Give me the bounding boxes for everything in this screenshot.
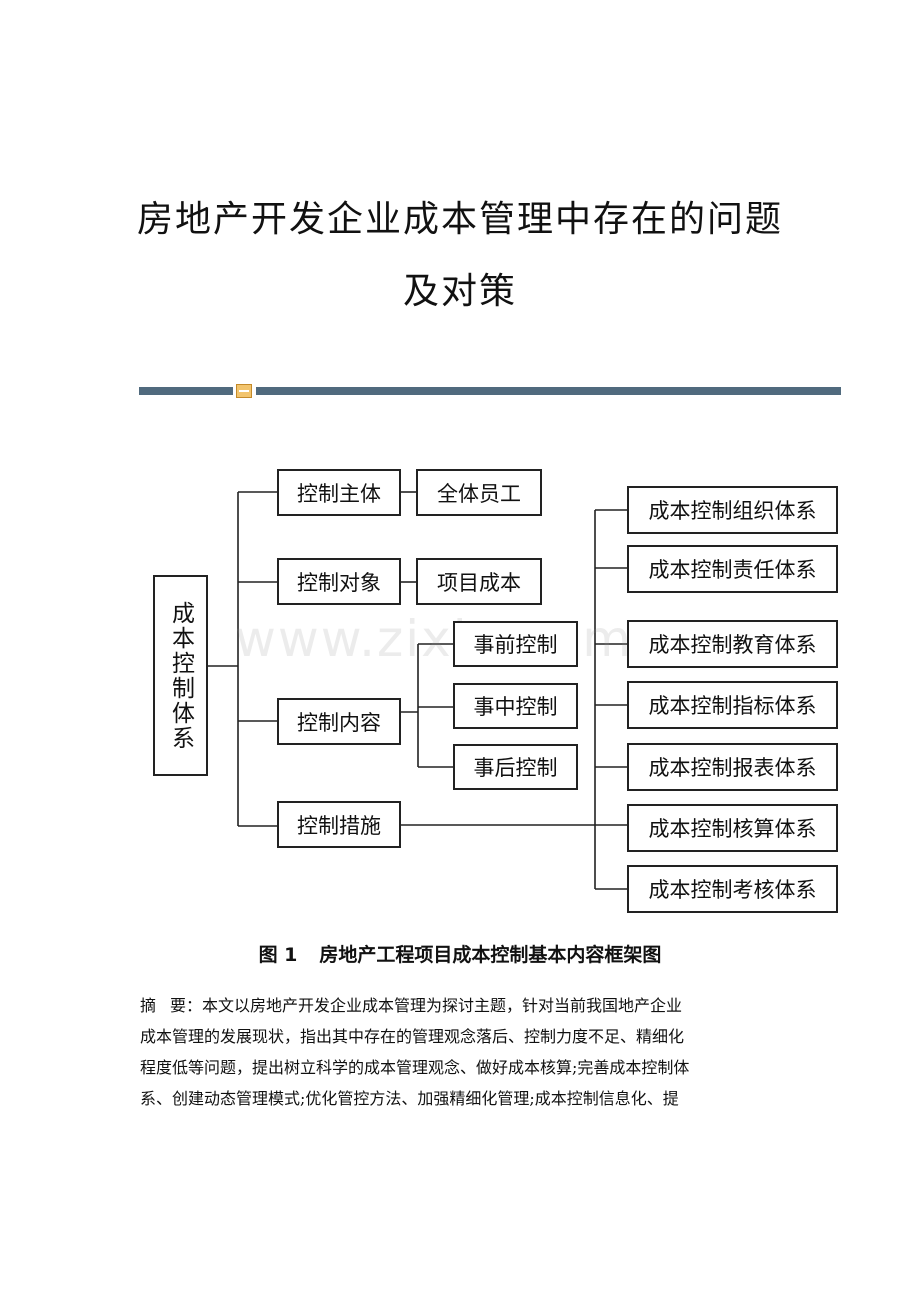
- diagram-node-in-control: 事中控制: [453, 683, 578, 729]
- abstract-paragraph: 摘要：本文以房地产开发企业成本管理为探讨主题，针对当前我国地产企业 成本管理的发…: [140, 990, 790, 1114]
- figure-caption: 图 1 房地产工程项目成本控制基本内容框架图: [0, 940, 920, 967]
- diagram-node-indicator-system: 成本控制指标体系: [627, 681, 838, 729]
- abstract-text-line-4: 系、创建动态管理模式;优化管控方法、加强精细化管理;成本控制信息化、提: [140, 1089, 679, 1108]
- abstract-text-line-2: 成本管理的发展现状，指出其中存在的管理观念落后、控制力度不足、精细化: [140, 1027, 685, 1046]
- abstract-text-line-1: 本文以房地产开发企业成本管理为探讨主题，针对当前我国地产企业: [202, 996, 683, 1015]
- diagram-node-report-system: 成本控制报表体系: [627, 743, 838, 791]
- figure-number: 图 1: [258, 944, 298, 966]
- diagram-root-node: 成本控制体系: [153, 575, 208, 776]
- abstract-label-part-2: 要：: [170, 996, 203, 1015]
- diagram-node-project-cost: 项目成本: [416, 558, 542, 605]
- divider-ornament-icon: [236, 384, 252, 398]
- divider-bar-left: [139, 387, 233, 395]
- diagram-branch-content: 控制内容: [277, 698, 401, 745]
- diagram-branch-object: 控制对象: [277, 558, 401, 605]
- document-title-line-1: 房地产开发企业成本管理中存在的问题: [136, 199, 783, 240]
- diagram-node-post-control: 事后控制: [453, 744, 578, 790]
- diagram-node-assessment-system: 成本控制考核体系: [627, 865, 838, 913]
- diagram-node-all-staff: 全体员工: [416, 469, 542, 516]
- diagram-node-pre-control: 事前控制: [453, 621, 578, 667]
- diagram-node-responsibility-system: 成本控制责任体系: [627, 545, 838, 593]
- abstract-label-part-1: 摘: [140, 996, 157, 1015]
- diagram-node-accounting-system: 成本控制核算体系: [627, 804, 838, 852]
- document-title-line-2: 及对策: [402, 271, 517, 312]
- diagram-node-organization-system: 成本控制组织体系: [627, 486, 838, 534]
- abstract-text-line-3: 程度低等问题，提出树立科学的成本管理观念、做好成本核算;完善成本控制体: [140, 1058, 690, 1077]
- figure-caption-text: 房地产工程项目成本控制基本内容框架图: [319, 944, 662, 966]
- diagram-branch-subject: 控制主体: [277, 469, 401, 516]
- diagram-branch-measures: 控制措施: [277, 801, 401, 848]
- abstract-line-1: 摘要：本文以房地产开发企业成本管理为探讨主题，针对当前我国地产企业: [140, 990, 790, 1021]
- divider-bar-right: [256, 387, 841, 395]
- diagram-node-education-system: 成本控制教育体系: [627, 620, 838, 668]
